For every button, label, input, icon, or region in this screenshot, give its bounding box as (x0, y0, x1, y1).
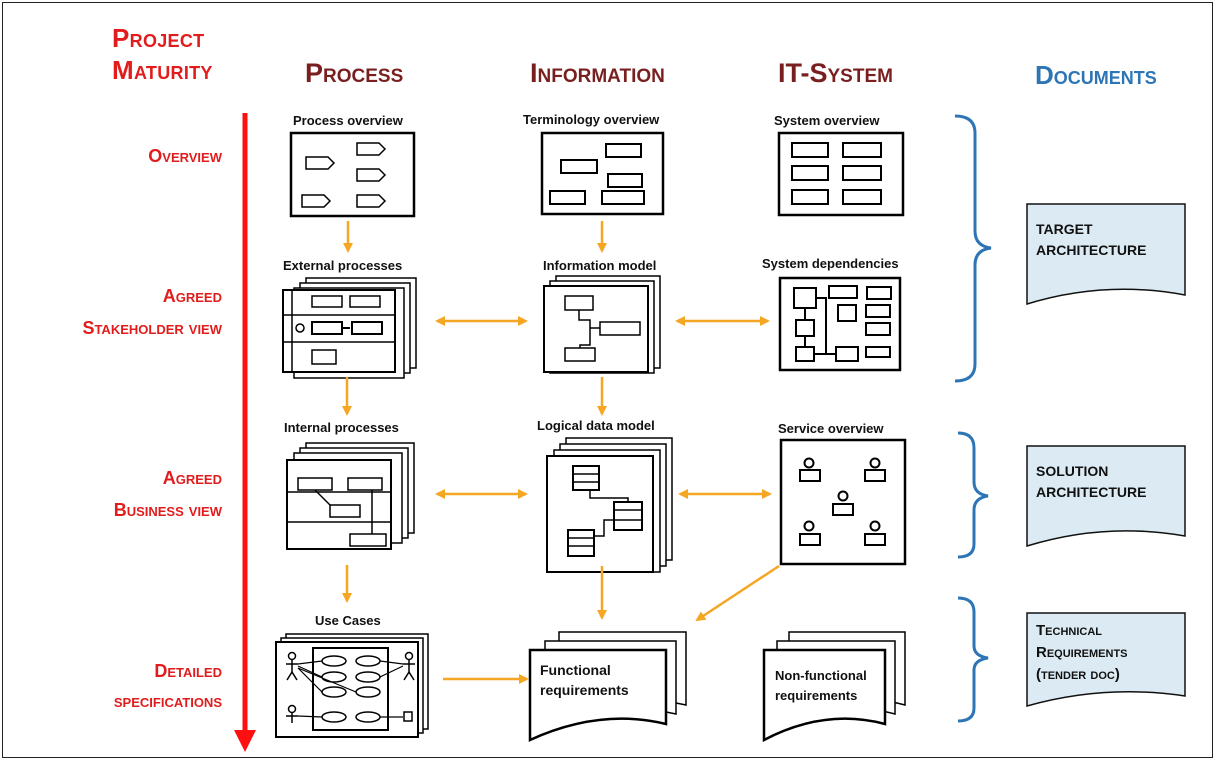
row-label-business-line1: Agreed (162, 468, 222, 488)
logical-data-model-icon (546, 437, 673, 573)
system-overview-icon (777, 131, 905, 217)
nonfunctional-requirements-line1: Non-functional (775, 668, 867, 683)
solution-architecture-doc-shape (1026, 445, 1186, 548)
functional-requirements-line1: Functional (540, 662, 611, 678)
column-heading-it-system: IT-System (778, 58, 893, 88)
label-system-overview: System overview (774, 113, 880, 128)
row-label-stakeholder-line2: Stakeholder view (82, 318, 222, 338)
label-service-overview: Service overview (778, 421, 884, 436)
maturity-title-line2: Maturity (112, 55, 213, 85)
row-label-business-line2: Business view (113, 500, 222, 520)
service-overview-icon (779, 438, 907, 566)
process-overview-icon (289, 131, 416, 218)
technical-requirements-doc-shape (1026, 612, 1186, 707)
maturity-title-line1: Project (112, 23, 205, 53)
information-model-icon (543, 275, 661, 374)
internal-processes-icon (286, 442, 415, 550)
row-label-detailed-line2: specifications (113, 691, 222, 711)
label-functional-requirements: Functional requirements (540, 660, 629, 700)
label-terminology-overview: Terminology overview (523, 112, 660, 127)
doc-target-architecture: TARGET ARCHITECTURE (1036, 219, 1146, 261)
flow-arrows (342, 221, 780, 684)
column-heading-process: Process (305, 58, 404, 88)
system-dependencies-icon (778, 276, 902, 372)
doc-target-line2: ARCHITECTURE (1036, 242, 1147, 258)
maturity-title: Project Maturity (112, 22, 213, 86)
functional-requirements-icon (528, 631, 687, 742)
use-cases-icon (275, 633, 429, 738)
nonfunctional-requirements-line2: requirements (775, 688, 858, 703)
external-processes-icon (282, 277, 417, 379)
doc-technical-line3: (tender doc) (1036, 666, 1120, 683)
doc-technical-line1: Technical (1036, 622, 1102, 639)
label-external-processes: External processes (283, 258, 403, 273)
label-internal-processes: Internal processes (284, 420, 399, 435)
nonfunctional-requirements-icon (762, 631, 906, 743)
column-heading-documents: Documents (1035, 60, 1157, 90)
row-label-business: Agreed Business view (0, 462, 222, 526)
doc-solution-line1: SOLUTION (1036, 463, 1109, 479)
doc-solution-line2: ARCHITECTURE (1036, 484, 1147, 500)
doc-target-line1: TARGET (1036, 221, 1093, 237)
label-nonfunctional-requirements: Non-functional requirements (775, 666, 867, 706)
label-use-cases: Use Cases (315, 613, 381, 628)
row-label-detailed-line1: Detailed (154, 661, 222, 681)
column-heading-information: Information (530, 58, 665, 88)
document-shapes (1026, 203, 1186, 707)
label-system-dependencies: System dependencies (762, 256, 899, 271)
label-information-model: Information model (543, 258, 657, 273)
doc-solution-architecture: SOLUTION ARCHITECTURE (1036, 461, 1146, 503)
functional-requirements-line2: requirements (540, 682, 629, 698)
doc-technical-requirements: Technical Requirements (tender doc) (1036, 620, 1128, 686)
doc-technical-line2: Requirements (1036, 644, 1128, 661)
label-logical-data-model: Logical data model (537, 418, 655, 433)
target-architecture-doc-shape (1026, 203, 1186, 306)
row-label-stakeholder: Agreed Stakeholder view (0, 280, 222, 344)
row-label-overview: Overview (148, 146, 222, 166)
document-braces (954, 114, 992, 723)
terminology-overview-icon (540, 131, 665, 216)
label-process-overview: Process overview (293, 113, 403, 128)
row-label-stakeholder-line1: Agreed (162, 286, 222, 306)
row-label-detailed: Detailed specifications (0, 656, 222, 716)
maturity-arrow (234, 113, 256, 752)
